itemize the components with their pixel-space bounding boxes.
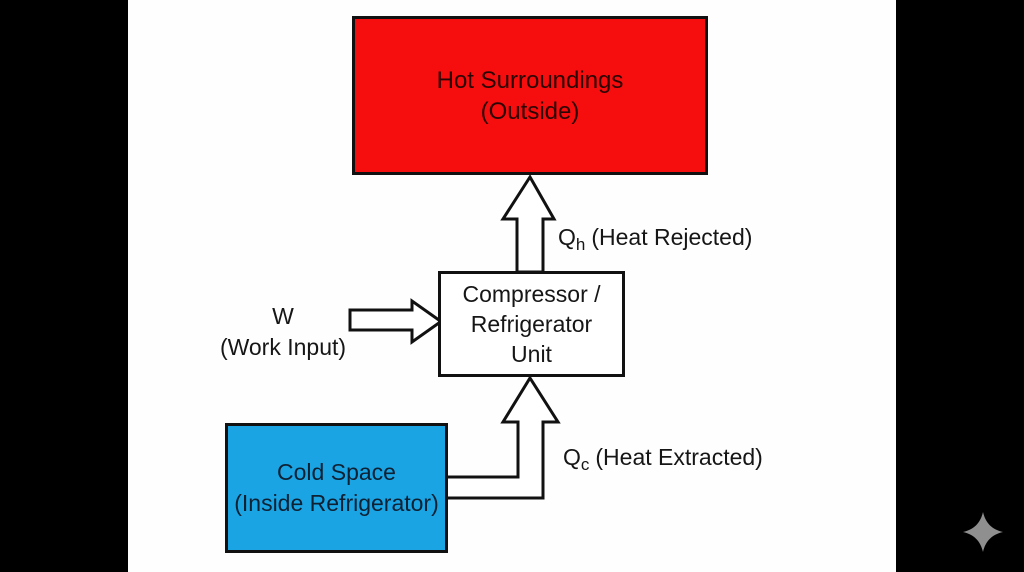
qh-symbol: Q: [558, 224, 576, 250]
hot-box-line2: (Outside): [480, 97, 580, 125]
hot-surroundings-box: Hot Surroundings (Outside): [352, 16, 708, 175]
work-symbol: W: [272, 303, 294, 329]
compressor-box-line3: Unit: [511, 341, 552, 367]
letterbox-right: [896, 0, 1024, 572]
arrow-layer: [348, 174, 561, 500]
hot-box-line1: Hot Surroundings: [436, 66, 624, 94]
heat-rejected-label: Qh (Heat Rejected): [558, 224, 753, 254]
sparkle-icon[interactable]: [961, 510, 1005, 554]
heat-extracted-arrow: [444, 375, 561, 500]
work-input-label: W (Work Input): [213, 301, 353, 363]
cold-box-line2: (Inside Refrigerator): [234, 490, 439, 516]
heat-extracted-label: Qc (Heat Extracted): [563, 444, 763, 474]
heat-rejected-arrow: [500, 174, 557, 274]
qh-subscript: h: [575, 235, 586, 254]
qh-caption: (Heat Rejected): [591, 224, 753, 250]
compressor-box-line2: Refrigerator: [470, 311, 593, 337]
cold-space-box: Cold Space (Inside Refrigerator): [225, 423, 448, 553]
qc-caption: (Heat Extracted): [595, 444, 763, 470]
qc-symbol: Q: [563, 444, 581, 470]
slide-canvas: Hot Surroundings (Outside) Compressor / …: [128, 0, 896, 572]
compressor-box-line1: Compressor /: [462, 281, 601, 307]
qc-subscript: c: [580, 455, 590, 474]
work-input-arrow: [348, 298, 444, 345]
cold-box-line1: Cold Space: [277, 459, 396, 485]
letterbox-left: [0, 0, 128, 572]
work-caption: (Work Input): [219, 334, 347, 360]
compressor-box: Compressor / Refrigerator Unit: [438, 271, 625, 377]
